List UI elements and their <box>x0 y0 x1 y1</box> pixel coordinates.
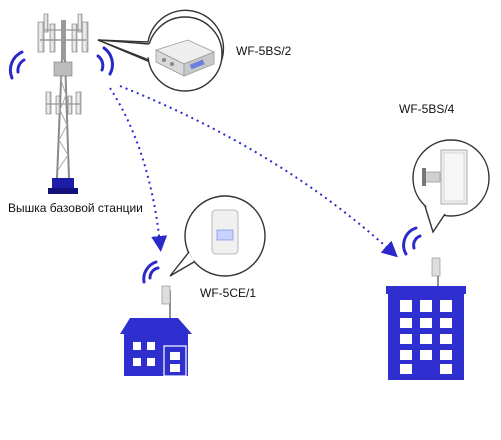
device-wf-5bs-2-image <box>154 39 216 77</box>
bubble-wf-5ce-1 <box>169 195 266 277</box>
bubble-wf-5bs-4 <box>412 139 490 234</box>
antenna-panels-lower <box>45 91 82 115</box>
base-station-tower <box>8 13 114 194</box>
building-client <box>386 226 466 380</box>
device-wf-5bs-4-image <box>422 149 468 205</box>
device-wf-5ce-1-image <box>211 209 239 255</box>
antenna-panels-top <box>37 13 89 53</box>
bubble-wf-5bs-2 <box>97 9 225 92</box>
device-label-wf-5bs-4: WF-5BS/4 <box>399 102 455 116</box>
tower-signal-waves-right <box>96 46 114 76</box>
tower-label: Вышка базовой станции <box>8 201 143 215</box>
link-tower-to-ce1 <box>109 87 168 252</box>
tower-signal-waves-left <box>8 50 26 80</box>
house-client <box>120 260 192 377</box>
device-label-wf-5ce-1: WF-5CE/1 <box>200 286 257 300</box>
device-label-wf-5bs-2: WF-5BS/2 <box>236 44 292 58</box>
